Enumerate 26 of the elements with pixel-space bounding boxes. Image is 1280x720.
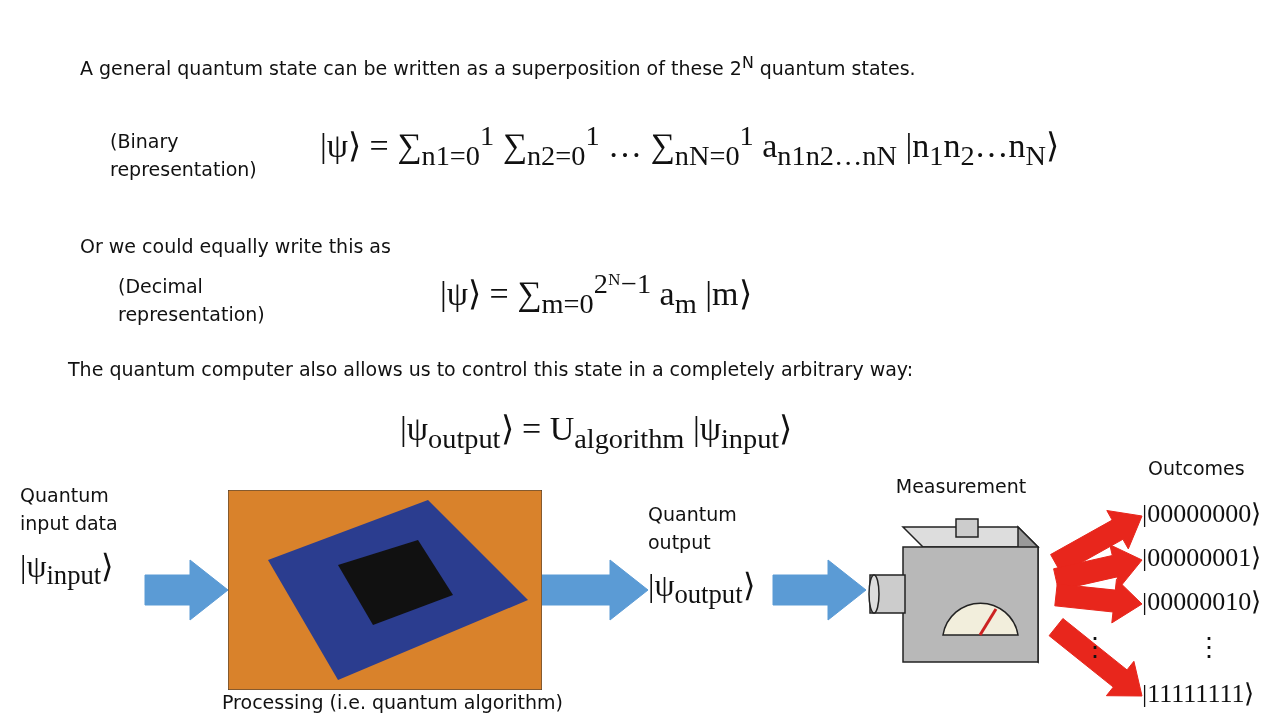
node-heading: Quantum output (648, 502, 738, 555)
sentence: A general quantum state can be written as a superposition of these 2$^{N}$ quantum states. (80, 52, 916, 82)
state-ket: |ψ$_{output}$⟩ (648, 566, 756, 611)
block-arrow (144, 559, 229, 621)
sentence: Or we could equally write this as (80, 234, 391, 259)
block-arrow (1048, 618, 1143, 697)
block-arrow (541, 559, 649, 621)
block-arrow (1054, 578, 1143, 624)
state-ket: |00000000⟩ (1142, 498, 1262, 529)
note-text: (Binary representation) (110, 129, 258, 182)
binary-equation: |ψ⟩ = ∑$_{n1=0}$$^{1}$ ∑$_{n2=0}$$^{1}$ … ∑$_{nN=0}$$^{1}$ a$_{n1n2…nN}$ |n$_{1}$n$_{2}$…n$_{N}$⟩ (320, 120, 1060, 173)
block-arrow (772, 559, 867, 621)
state-ket: |11111111⟩ (1142, 678, 1255, 709)
node-heading: Quantum input data (20, 483, 119, 536)
node-heading: Measurement (894, 474, 1028, 499)
state-ket: |ψ$_{input}$⟩ (20, 547, 115, 592)
picture-caption: Processing (i.e. quantum algorithm) (222, 691, 563, 714)
state-ket: |00000010⟩ (1142, 586, 1262, 617)
note-text: (Decimal representation) (118, 274, 266, 327)
ellipsis: ⋮ (1082, 632, 1108, 663)
state-ket: |00000001⟩ (1142, 542, 1262, 573)
decimal-equation: |ψ⟩ = ∑$_{m=0}$$^{2ᴺ−1}$ a$_{m}$ |m⟩ (440, 268, 752, 321)
sentence: The quantum computer also allows us to control this state in a completely arbitrary way: (68, 357, 914, 382)
ellipsis: ⋮ (1196, 632, 1222, 663)
column-heading: Outcomes (1148, 456, 1245, 481)
evolution-equation: |ψ$_{output}$⟩ = U$_{algorithm}$ |ψ$_{input}$⟩ (400, 409, 793, 455)
